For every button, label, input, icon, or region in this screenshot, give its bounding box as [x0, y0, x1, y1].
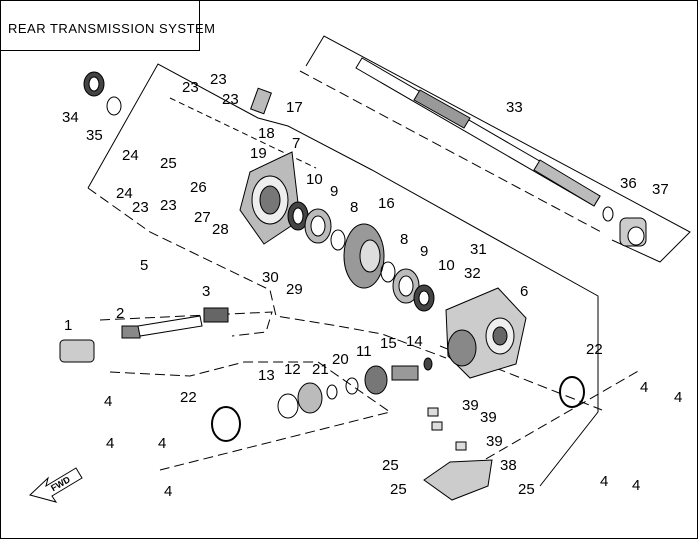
- callout-39: 39: [462, 397, 479, 414]
- callout-32: 32: [464, 265, 481, 282]
- differential-housing-6: [445, 287, 527, 379]
- drive-shaft: [59, 307, 229, 363]
- callout-labels: 34 35 23 23 23 23 23 17 18 19 7 24 24 25…: [62, 71, 682, 500]
- callout-21: 21: [312, 361, 329, 378]
- callout-12: 12: [284, 361, 301, 378]
- callout-23: 23: [182, 79, 199, 96]
- diagram-title: REAR TRANSMISSION SYSTEM: [8, 21, 216, 36]
- callout-25: 25: [390, 481, 407, 498]
- upper-bearing-stack: [287, 201, 346, 251]
- callout-2: 2: [116, 305, 124, 322]
- callout-8: 8: [400, 231, 408, 248]
- driveshaft-axis-line: [99, 311, 273, 337]
- callout-38: 38: [500, 457, 517, 474]
- callout-16: 16: [378, 195, 395, 212]
- callout-4: 4: [158, 435, 166, 452]
- lower-bearing-stack: [380, 261, 435, 312]
- callout-24: 24: [122, 147, 139, 164]
- callout-5: 5: [140, 257, 148, 274]
- callout-13: 13: [258, 367, 275, 384]
- cover-7: [239, 151, 301, 245]
- callout-4: 4: [600, 473, 608, 490]
- bushings-39: [427, 407, 467, 451]
- callout-37: 37: [652, 181, 669, 198]
- callout-36: 36: [620, 175, 637, 192]
- callout-6: 6: [520, 283, 528, 300]
- mount-bracket-38: [423, 459, 493, 501]
- callout-19: 19: [250, 145, 267, 162]
- callout-26: 26: [190, 179, 207, 196]
- coupling-flange-37: [619, 217, 647, 247]
- callout-23: 23: [132, 199, 149, 216]
- callout-23: 23: [160, 197, 177, 214]
- oil-seal-34: [83, 71, 105, 97]
- callout-39: 39: [480, 409, 497, 426]
- group-outline-middle: [87, 187, 447, 359]
- bracket-axis-line: [459, 369, 641, 475]
- callout-4: 4: [106, 435, 114, 452]
- forward-arrow-icon: FWD: [29, 467, 83, 503]
- callout-20: 20: [332, 351, 349, 368]
- group-outline-lower: [109, 361, 392, 471]
- rear-axle-shaft: [355, 57, 601, 207]
- callout-4: 4: [640, 379, 648, 396]
- callout-7: 7: [292, 135, 300, 152]
- pinion-stack: [277, 357, 433, 419]
- group-outline-upper: [87, 63, 599, 487]
- group-outline-shaft: [305, 35, 691, 263]
- o-ring-22-left: [211, 406, 241, 442]
- callout-22: 22: [586, 341, 603, 358]
- callout-23: 23: [222, 91, 239, 108]
- breather-17: [250, 87, 272, 115]
- callout-22: 22: [180, 389, 197, 406]
- callout-15: 15: [380, 335, 397, 352]
- o-ring-36: [602, 206, 614, 222]
- callout-8: 8: [350, 199, 358, 216]
- callout-4: 4: [632, 477, 640, 494]
- callout-31: 31: [470, 241, 487, 258]
- callout-33: 33: [506, 99, 523, 116]
- callout-9: 9: [330, 183, 338, 200]
- callout-35: 35: [86, 127, 103, 144]
- callout-10: 10: [306, 171, 323, 188]
- callout-10: 10: [438, 257, 455, 274]
- ring-gear-16: [343, 223, 385, 289]
- callout-25: 25: [518, 481, 535, 498]
- callout-30: 30: [262, 269, 279, 286]
- o-ring-22-right: [559, 376, 585, 408]
- callout-9: 9: [420, 243, 428, 260]
- callout-14: 14: [406, 333, 423, 350]
- shaft-axis-line: [299, 70, 604, 234]
- callout-24: 24: [116, 185, 133, 202]
- callout-27: 27: [194, 209, 211, 226]
- callout-29: 29: [286, 281, 303, 298]
- callout-4: 4: [674, 389, 682, 406]
- callout-11: 11: [356, 343, 372, 360]
- callout-25: 25: [160, 155, 177, 172]
- callout-4: 4: [104, 393, 112, 410]
- o-ring-35: [106, 96, 122, 116]
- title-box: REAR TRANSMISSION SYSTEM: [1, 1, 215, 51]
- callout-28: 28: [212, 221, 229, 238]
- callout-1: 1: [64, 317, 72, 334]
- callout-25: 25: [382, 457, 399, 474]
- callout-34: 34: [62, 109, 79, 126]
- callout-4: 4: [164, 483, 172, 500]
- callout-39: 39: [486, 433, 503, 450]
- callout-23: 23: [210, 71, 227, 88]
- callout-18: 18: [258, 125, 275, 142]
- callout-17: 17: [286, 99, 303, 116]
- callout-3: 3: [202, 283, 210, 300]
